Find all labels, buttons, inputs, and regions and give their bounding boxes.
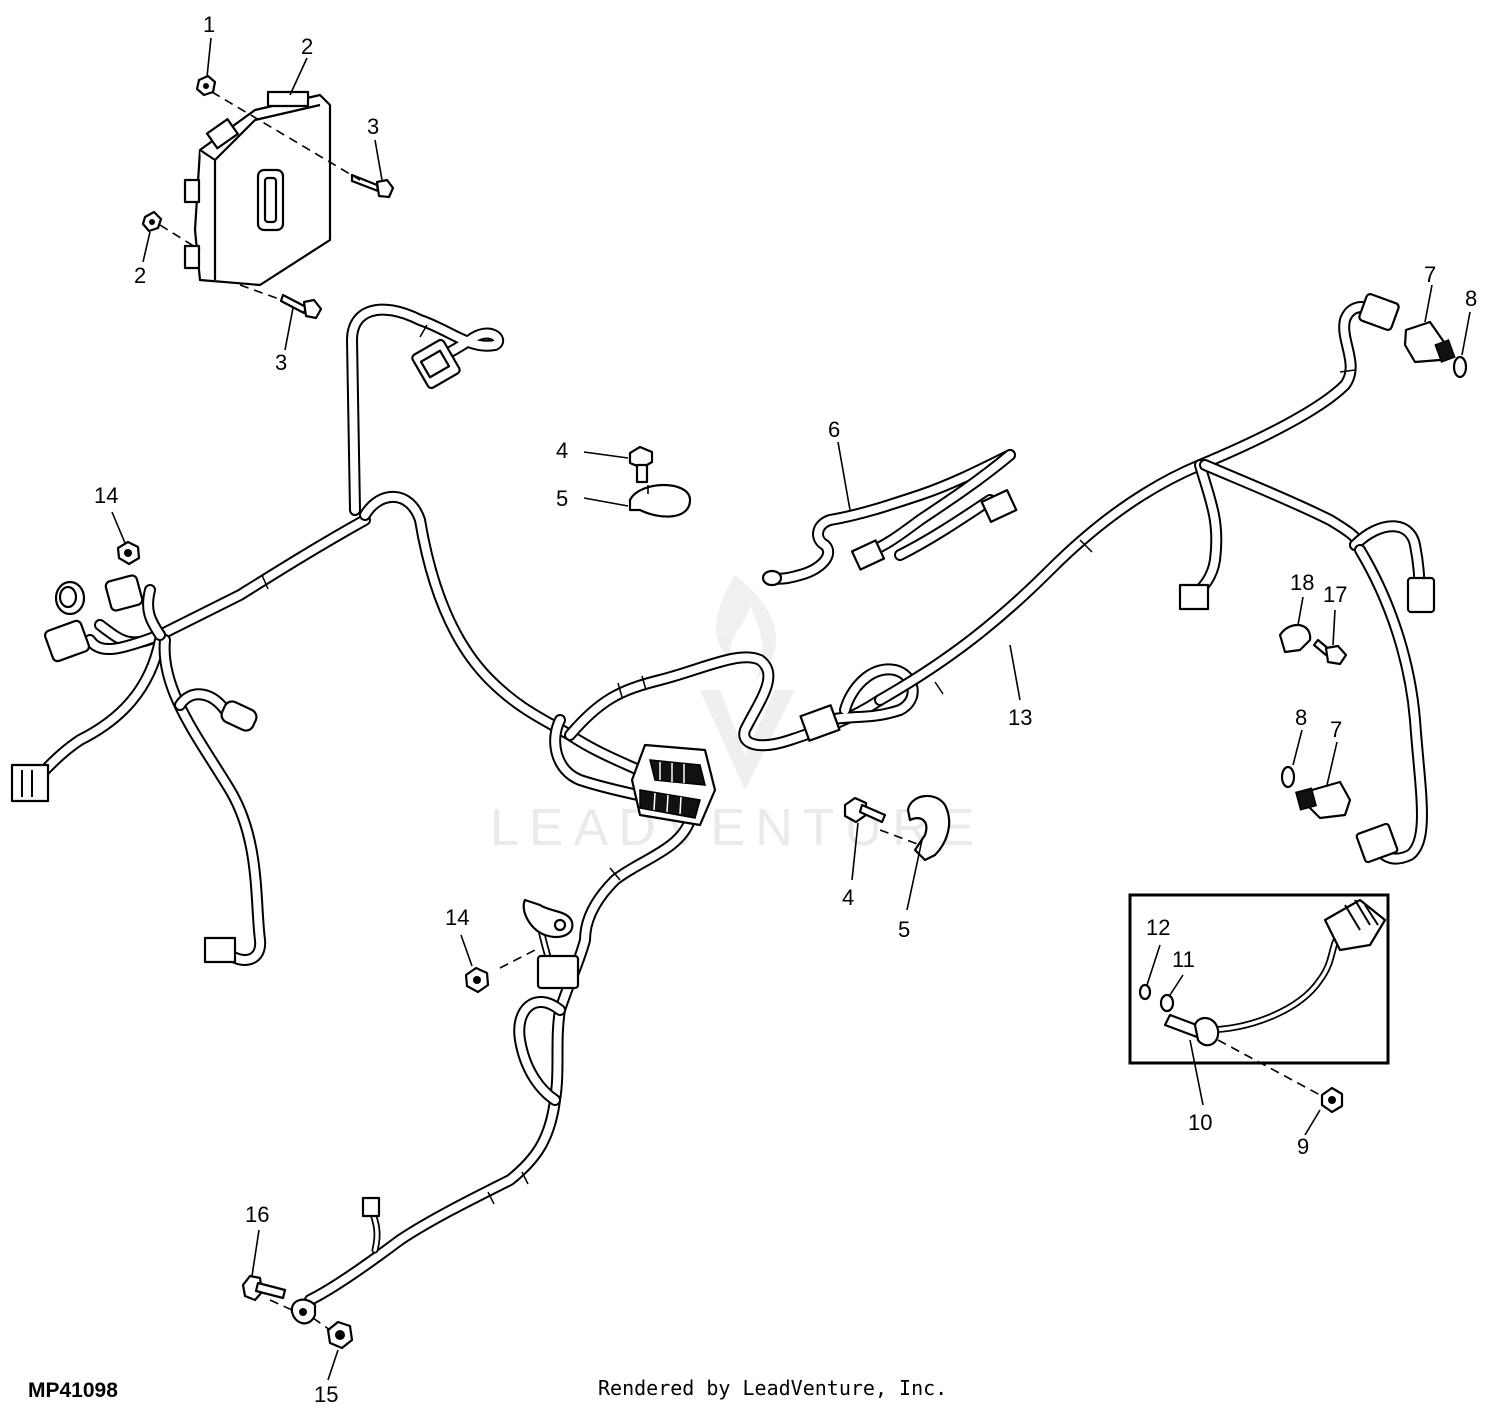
- callout-12: 12: [1146, 915, 1170, 940]
- callout-5-lower: 5: [898, 917, 910, 942]
- ground-terminal-upper: [522, 898, 574, 939]
- small-connector-lower: [361, 1196, 381, 1218]
- sensor-part-7-lower: [1295, 780, 1352, 820]
- nut-part-15: [326, 1320, 354, 1350]
- o-ring-part-8-lower: [1280, 765, 1296, 789]
- callout-3-lower: 3: [275, 350, 287, 375]
- callout-2-upper: 2: [301, 34, 313, 59]
- harness-part-6: [761, 449, 1018, 587]
- callout-7-lower: 7: [1330, 717, 1342, 742]
- main-connector: [630, 743, 717, 827]
- screw-part-3-lower: [279, 293, 323, 320]
- watermark: LEADVENTURE: [490, 575, 984, 857]
- callout-3-upper: 3: [367, 114, 379, 139]
- controller-module: [183, 90, 332, 287]
- ring-terminal: [290, 1298, 317, 1325]
- figure-id: MP41098: [28, 1379, 118, 1402]
- bolt-part-4-lower: [843, 796, 887, 824]
- left-connectors: [10, 338, 461, 964]
- callout-17: 17: [1323, 582, 1347, 607]
- screw-part-17: [1312, 638, 1348, 666]
- clamp-part-18: [1278, 624, 1312, 654]
- screw-part-9: [1320, 1086, 1344, 1114]
- callout-18: 18: [1290, 570, 1314, 595]
- o-ring-part-8-upper: [1452, 355, 1468, 379]
- right-connectors: [536, 293, 1436, 990]
- render-credit: Rendered by LeadVenture, Inc.: [598, 1376, 947, 1400]
- nut-part-2-lower: [141, 210, 163, 233]
- inset-box: [1128, 893, 1390, 1065]
- callout-16: 16: [245, 1202, 269, 1227]
- callout-14-upper: 14: [94, 483, 118, 508]
- watermark-text: LEADVENTURE: [490, 799, 984, 857]
- callout-6: 6: [828, 417, 840, 442]
- main-harness: [39, 301, 1428, 1306]
- clamp-part-5-lower: [906, 794, 951, 862]
- callout-7-upper: 7: [1424, 262, 1436, 287]
- callout-5-upper: 5: [556, 486, 568, 511]
- leader-lines: [111, 37, 1471, 1381]
- nut-part-14-upper: [116, 540, 141, 566]
- sensor-part-7-upper: [1403, 320, 1456, 364]
- callout-8-upper: 8: [1465, 286, 1477, 311]
- nut-part-14-lower: [464, 966, 490, 994]
- callout-8-lower: 8: [1295, 705, 1307, 730]
- clamp-part-5-upper: [628, 483, 692, 518]
- callout-11: 11: [1172, 947, 1195, 972]
- callout-2-lower: 2: [134, 263, 146, 288]
- callout-13: 13: [1008, 705, 1032, 730]
- o-ring-part-12: [1138, 983, 1152, 1001]
- bolt-part-16: [241, 1274, 287, 1302]
- callout-1: 1: [203, 12, 215, 37]
- callout-9: 9: [1297, 1134, 1309, 1159]
- bolt-part-4-upper: [628, 445, 654, 484]
- washer-part-11: [1159, 993, 1175, 1013]
- callout-4-upper: 4: [556, 438, 568, 463]
- callouts: 1 2 2 3 3 4 4 5 5 6 7 7 8 8 9 10 11 12 1…: [94, 12, 1477, 1407]
- callout-10: 10: [1188, 1110, 1212, 1135]
- callout-4-lower: 4: [842, 885, 854, 910]
- callout-14-lower: 14: [445, 905, 469, 930]
- callout-15: 15: [314, 1382, 338, 1407]
